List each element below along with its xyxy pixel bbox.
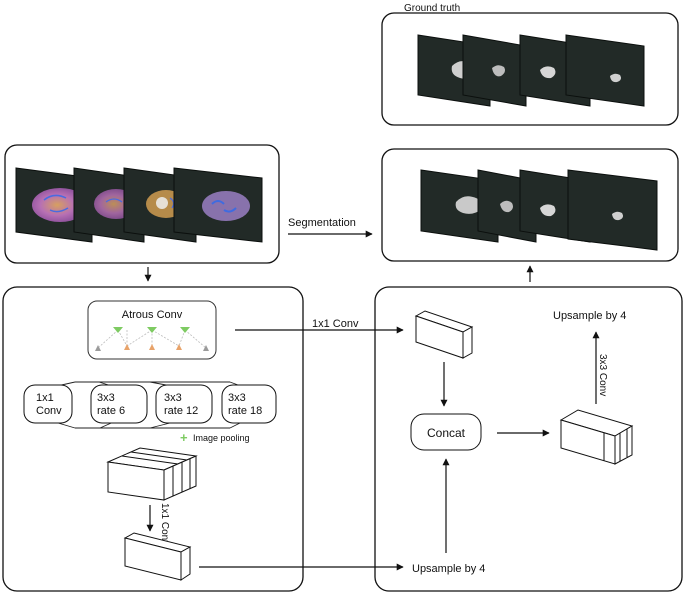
atrous-bottom-nodes xyxy=(95,345,209,351)
concat-node: Concat xyxy=(410,413,482,451)
branch-line1: 3x3 xyxy=(164,392,182,404)
branch-line2: Conv xyxy=(36,405,62,417)
decoder-3x3-conv-label: 3x3 Conv xyxy=(597,354,608,396)
low-level-feature-block xyxy=(414,310,474,359)
link-1x1-conv-label: 1x1 Conv xyxy=(312,318,359,330)
branch-line2: rate 6 xyxy=(97,405,125,417)
segmentation-arrow: Segmentation xyxy=(288,217,373,238)
decoder-upsample-label: Upsample by 4 xyxy=(553,310,626,322)
ground-truth-slice xyxy=(565,34,645,107)
segmentation-label: Segmentation xyxy=(288,217,356,229)
aspp-branch-1x1-conv: 1x1 Conv xyxy=(23,384,73,424)
aspp-branch-rate-6: 3x3 rate 6 xyxy=(90,384,148,424)
branch-line1: 3x3 xyxy=(228,392,246,404)
ground-truth-slices xyxy=(417,34,645,107)
encoder-panel: Atrous Conv xyxy=(2,286,304,592)
plus-icon: + xyxy=(180,430,188,445)
segmentation-slice xyxy=(567,169,658,251)
atrous-conv-box: Atrous Conv xyxy=(87,300,217,360)
aspp-feature-stack xyxy=(106,447,198,501)
branch-line1: 1x1 xyxy=(36,392,54,404)
image-pooling: + Image pooling xyxy=(180,430,250,445)
decoder-feature-block xyxy=(559,409,634,465)
atrous-tree xyxy=(95,327,209,351)
input-mri-panel xyxy=(4,144,280,264)
atrous-middle-nodes xyxy=(124,344,182,350)
branch-line1: 3x3 xyxy=(97,392,115,404)
atrous-conv-label: Atrous Conv xyxy=(122,309,183,321)
encoder-output-block xyxy=(123,532,192,581)
atrous-top-nodes xyxy=(113,327,190,333)
segmentation-output-panel xyxy=(381,148,679,262)
image-pooling-label: Image pooling xyxy=(193,433,250,443)
mri-slice xyxy=(173,167,263,243)
branch-line2: rate 12 xyxy=(164,405,198,417)
ground-truth-label: Ground truth xyxy=(404,3,460,14)
ground-truth-panel: Ground truth xyxy=(381,3,679,126)
atrous-to-decoder-link: 1x1 Conv xyxy=(235,318,404,334)
aspp-branch-rate-12: 3x3 rate 12 xyxy=(155,384,213,424)
aspp-branch-rate-18: 3x3 rate 18 xyxy=(221,384,277,424)
branch-line2: rate 18 xyxy=(228,405,262,417)
encoder-1x1-conv-label: 1x1 Conv xyxy=(159,503,170,545)
concat-label: Concat xyxy=(427,426,466,440)
upsample-input-label: Upsample by 4 xyxy=(412,563,485,575)
decoder-panel: Concat Upsample by 4 3x3 Conv Upsample b… xyxy=(374,286,683,592)
ground-truth-slice xyxy=(462,34,527,107)
